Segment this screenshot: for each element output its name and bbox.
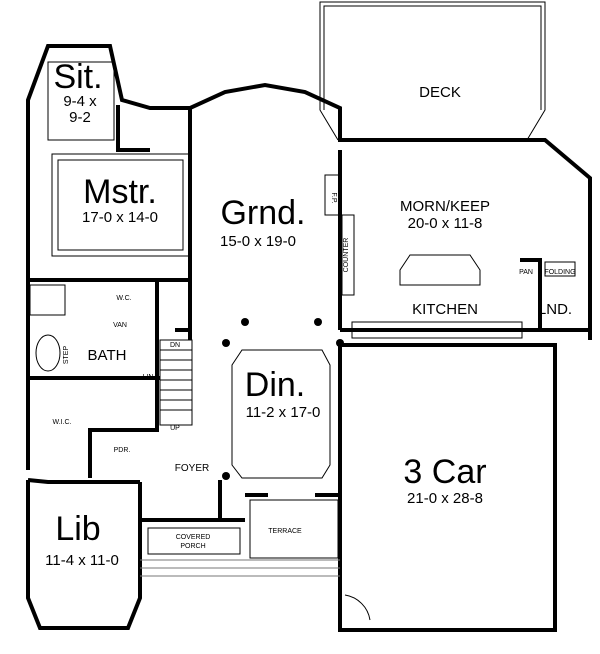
porch-label-2: PORCH [180, 543, 205, 550]
step-label: STEP [63, 346, 70, 365]
fireplace-label: F.P. [330, 192, 337, 203]
garage-label: 3 Car [403, 453, 486, 491]
garage-size: 21-0 x 28-8 [407, 490, 483, 507]
counter-label: COUNTER [343, 238, 350, 273]
laundry-label: LND. [538, 301, 572, 318]
sitting-size-2: 9-2 [69, 109, 91, 126]
vanity-label: VAN [113, 322, 127, 329]
garage-entry-door-swing [344, 594, 371, 621]
great-room-size: 15-0 x 19-0 [220, 233, 296, 250]
bath-label: BATH [88, 347, 127, 364]
pantry-label: PAN [519, 269, 533, 276]
master-tray-ceiling-outer [51, 153, 190, 257]
counter-block [341, 214, 355, 296]
interior-walls [26, 105, 542, 520]
master-tray-ceiling [57, 159, 184, 251]
wc-label: W.C. [116, 295, 131, 302]
exterior-walls [26, 44, 592, 632]
sitting-size-1: 9-4 x [63, 93, 97, 110]
shower [29, 284, 66, 316]
folding-counter [544, 261, 576, 277]
dining-size: 11-2 x 17-0 [246, 404, 321, 421]
library-label: Lib [55, 510, 100, 548]
wic-label: W.I.C. [52, 419, 71, 426]
morning-keeping-label: MORN/KEEP [400, 198, 490, 215]
folding-label: FOLDING [544, 269, 575, 276]
bathtub [35, 334, 61, 372]
morning-keeping-size: 20-0 x 11-8 [408, 215, 483, 232]
stairs-down-label: DN [170, 342, 180, 349]
fireplace [324, 174, 341, 216]
linen-label: LIN [143, 374, 154, 381]
master-label: Mstr. [83, 173, 157, 211]
porch-steps [140, 499, 340, 577]
stairs-up-label: UP [170, 425, 180, 432]
great-room-label: Grnd. [220, 194, 305, 232]
foyer-label: FOYER [175, 463, 209, 474]
sitting-label: Sit. [53, 58, 102, 96]
deck-outline [319, 1, 546, 141]
sitting-tray-ceiling [47, 61, 115, 141]
kitchen-island [399, 254, 481, 286]
dining-label: Din. [245, 366, 305, 404]
porch-label-1: COVERED [176, 534, 211, 541]
kitchen-label: KITCHEN [412, 301, 478, 318]
master-size: 17-0 x 14-0 [82, 209, 158, 226]
terrace-label: TERRACE [268, 528, 302, 535]
library-size: 11-4 x 11-0 [45, 552, 119, 569]
dining-tray-ceiling [231, 349, 331, 479]
columns [222, 318, 344, 480]
kitchen-counter [351, 321, 523, 339]
powder-label: PDR. [114, 447, 131, 454]
staircase [159, 339, 193, 426]
deck-label: DECK [419, 84, 461, 101]
